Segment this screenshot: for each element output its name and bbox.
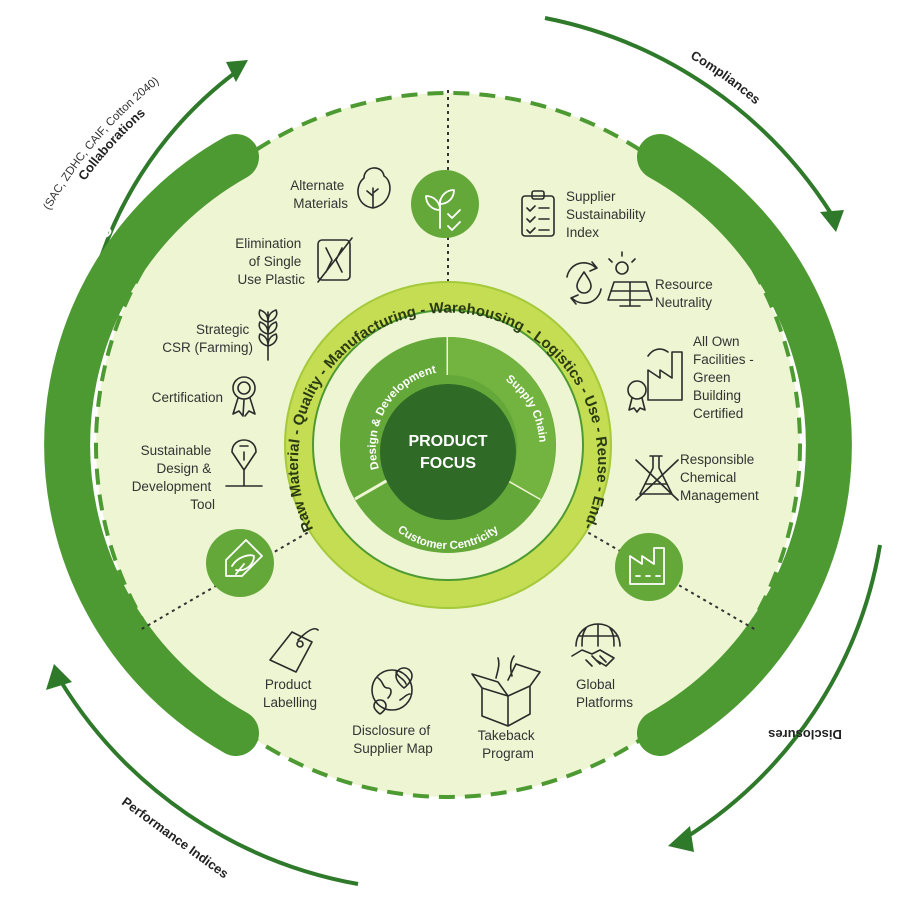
sustainable-design-label: Sustainable Design & Development Tool	[132, 443, 215, 512]
alternate-materials-label: Alternate Materials	[290, 178, 348, 211]
outer-dashed-boundary	[94, 91, 802, 799]
clipboard-checklist-icon	[521, 190, 555, 237]
pen-nib-icon	[225, 439, 263, 487]
strategic-csr-label: Strategic CSR (Farming)	[162, 322, 253, 355]
globe-map-icon	[371, 667, 413, 715]
price-tag-icon	[269, 627, 319, 673]
product-focus-line1: PRODUCT	[408, 433, 487, 450]
product-labelling-label: Product Labelling	[263, 677, 317, 710]
open-box-icon	[471, 655, 541, 727]
certification-label: Certification	[152, 390, 223, 405]
disclosures-label: Disclosures	[768, 727, 842, 742]
chemical-management-label: Responsible Chemical Management	[680, 452, 759, 503]
resource-neutrality-label: Resource Neutrality	[655, 277, 717, 310]
wheat-icon	[258, 309, 278, 361]
green-building-label: All Own Facilities - Green Building Cert…	[693, 334, 758, 421]
elimination-plastic-label: Elimination of Single Use Plastic	[235, 236, 305, 287]
eco-tag-icon	[206, 529, 274, 597]
solar-panel-icon	[607, 251, 653, 307]
performance-indices-arrow	[46, 664, 359, 886]
supply-chain-segment	[448, 337, 556, 499]
tree-icon	[357, 167, 391, 209]
recycle-drop-icon	[566, 261, 602, 305]
product-focus-line2: FOCUS	[420, 455, 476, 472]
no-plastic-icon	[317, 237, 353, 283]
supplier-index-label: Supplier Sustainability Index	[566, 189, 649, 240]
compliances-arrow	[544, 16, 844, 232]
factory-certified-icon	[627, 348, 683, 413]
certificate-icon	[232, 376, 256, 417]
product-focus-circle	[380, 384, 516, 520]
supplier-map-label: Disclosure of Supplier Map	[352, 723, 434, 756]
disclosures-arrow	[668, 544, 882, 852]
factory-icon	[615, 533, 683, 601]
chemical-flask-icon	[635, 455, 679, 501]
right-band	[637, 134, 852, 756]
plant-check-icon	[411, 170, 479, 238]
takeback-label: Takeback Program	[478, 728, 539, 761]
globe-handshake-icon	[571, 623, 621, 667]
left-band	[44, 134, 259, 756]
global-platforms-label: Global Platforms	[576, 677, 633, 710]
